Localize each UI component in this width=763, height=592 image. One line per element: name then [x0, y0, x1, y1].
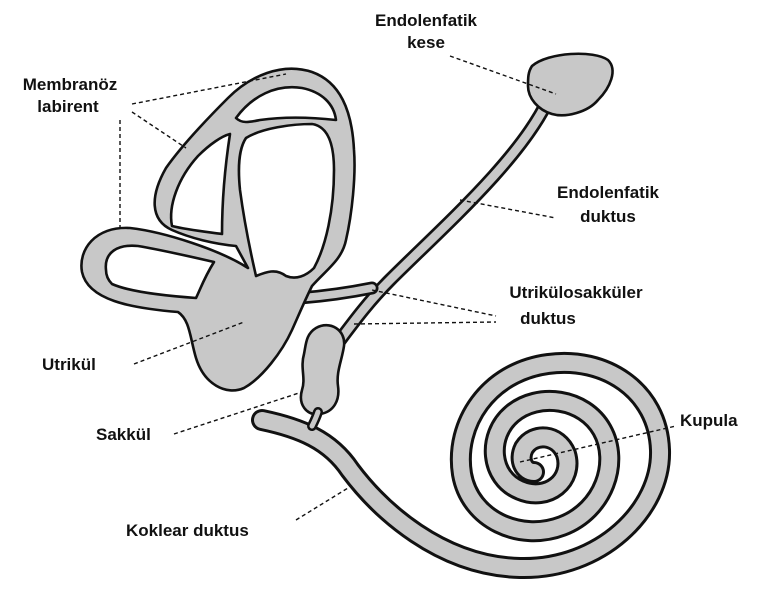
leader-utriculosaccular-2	[354, 322, 496, 324]
label-endolymphatic-sac-line2: kese	[407, 33, 445, 52]
label-endolymphatic-duct-line1: Endolenfatik	[557, 183, 660, 202]
endolymphatic-duct	[340, 100, 548, 340]
endolymphatic-sac	[528, 54, 613, 115]
label-cochlear-duct: Koklear duktus	[126, 521, 249, 540]
leader-cochlear-duct	[296, 488, 348, 520]
label-membranous-labyrinth-line2: labirent	[37, 97, 99, 116]
label-utriculosaccular-duct-line1: Utrikülosakküler	[509, 283, 643, 302]
saccule	[301, 325, 344, 414]
label-cupula: Kupula	[680, 411, 738, 430]
leader-endolymphatic-duct	[460, 200, 556, 218]
label-endolymphatic-duct-line2: duktus	[580, 207, 636, 226]
label-endolymphatic-sac-line1: Endolenfatik	[375, 11, 478, 30]
label-utriculosaccular-duct-line2: duktus	[520, 309, 576, 328]
leader-membranous-labyrinth-2	[132, 112, 186, 148]
label-membranous-labyrinth-line1: Membranöz	[23, 75, 117, 94]
leader-utriculosaccular-1	[372, 290, 496, 316]
label-utricle: Utrikül	[42, 355, 96, 374]
label-saccule: Sakkül	[96, 425, 151, 444]
